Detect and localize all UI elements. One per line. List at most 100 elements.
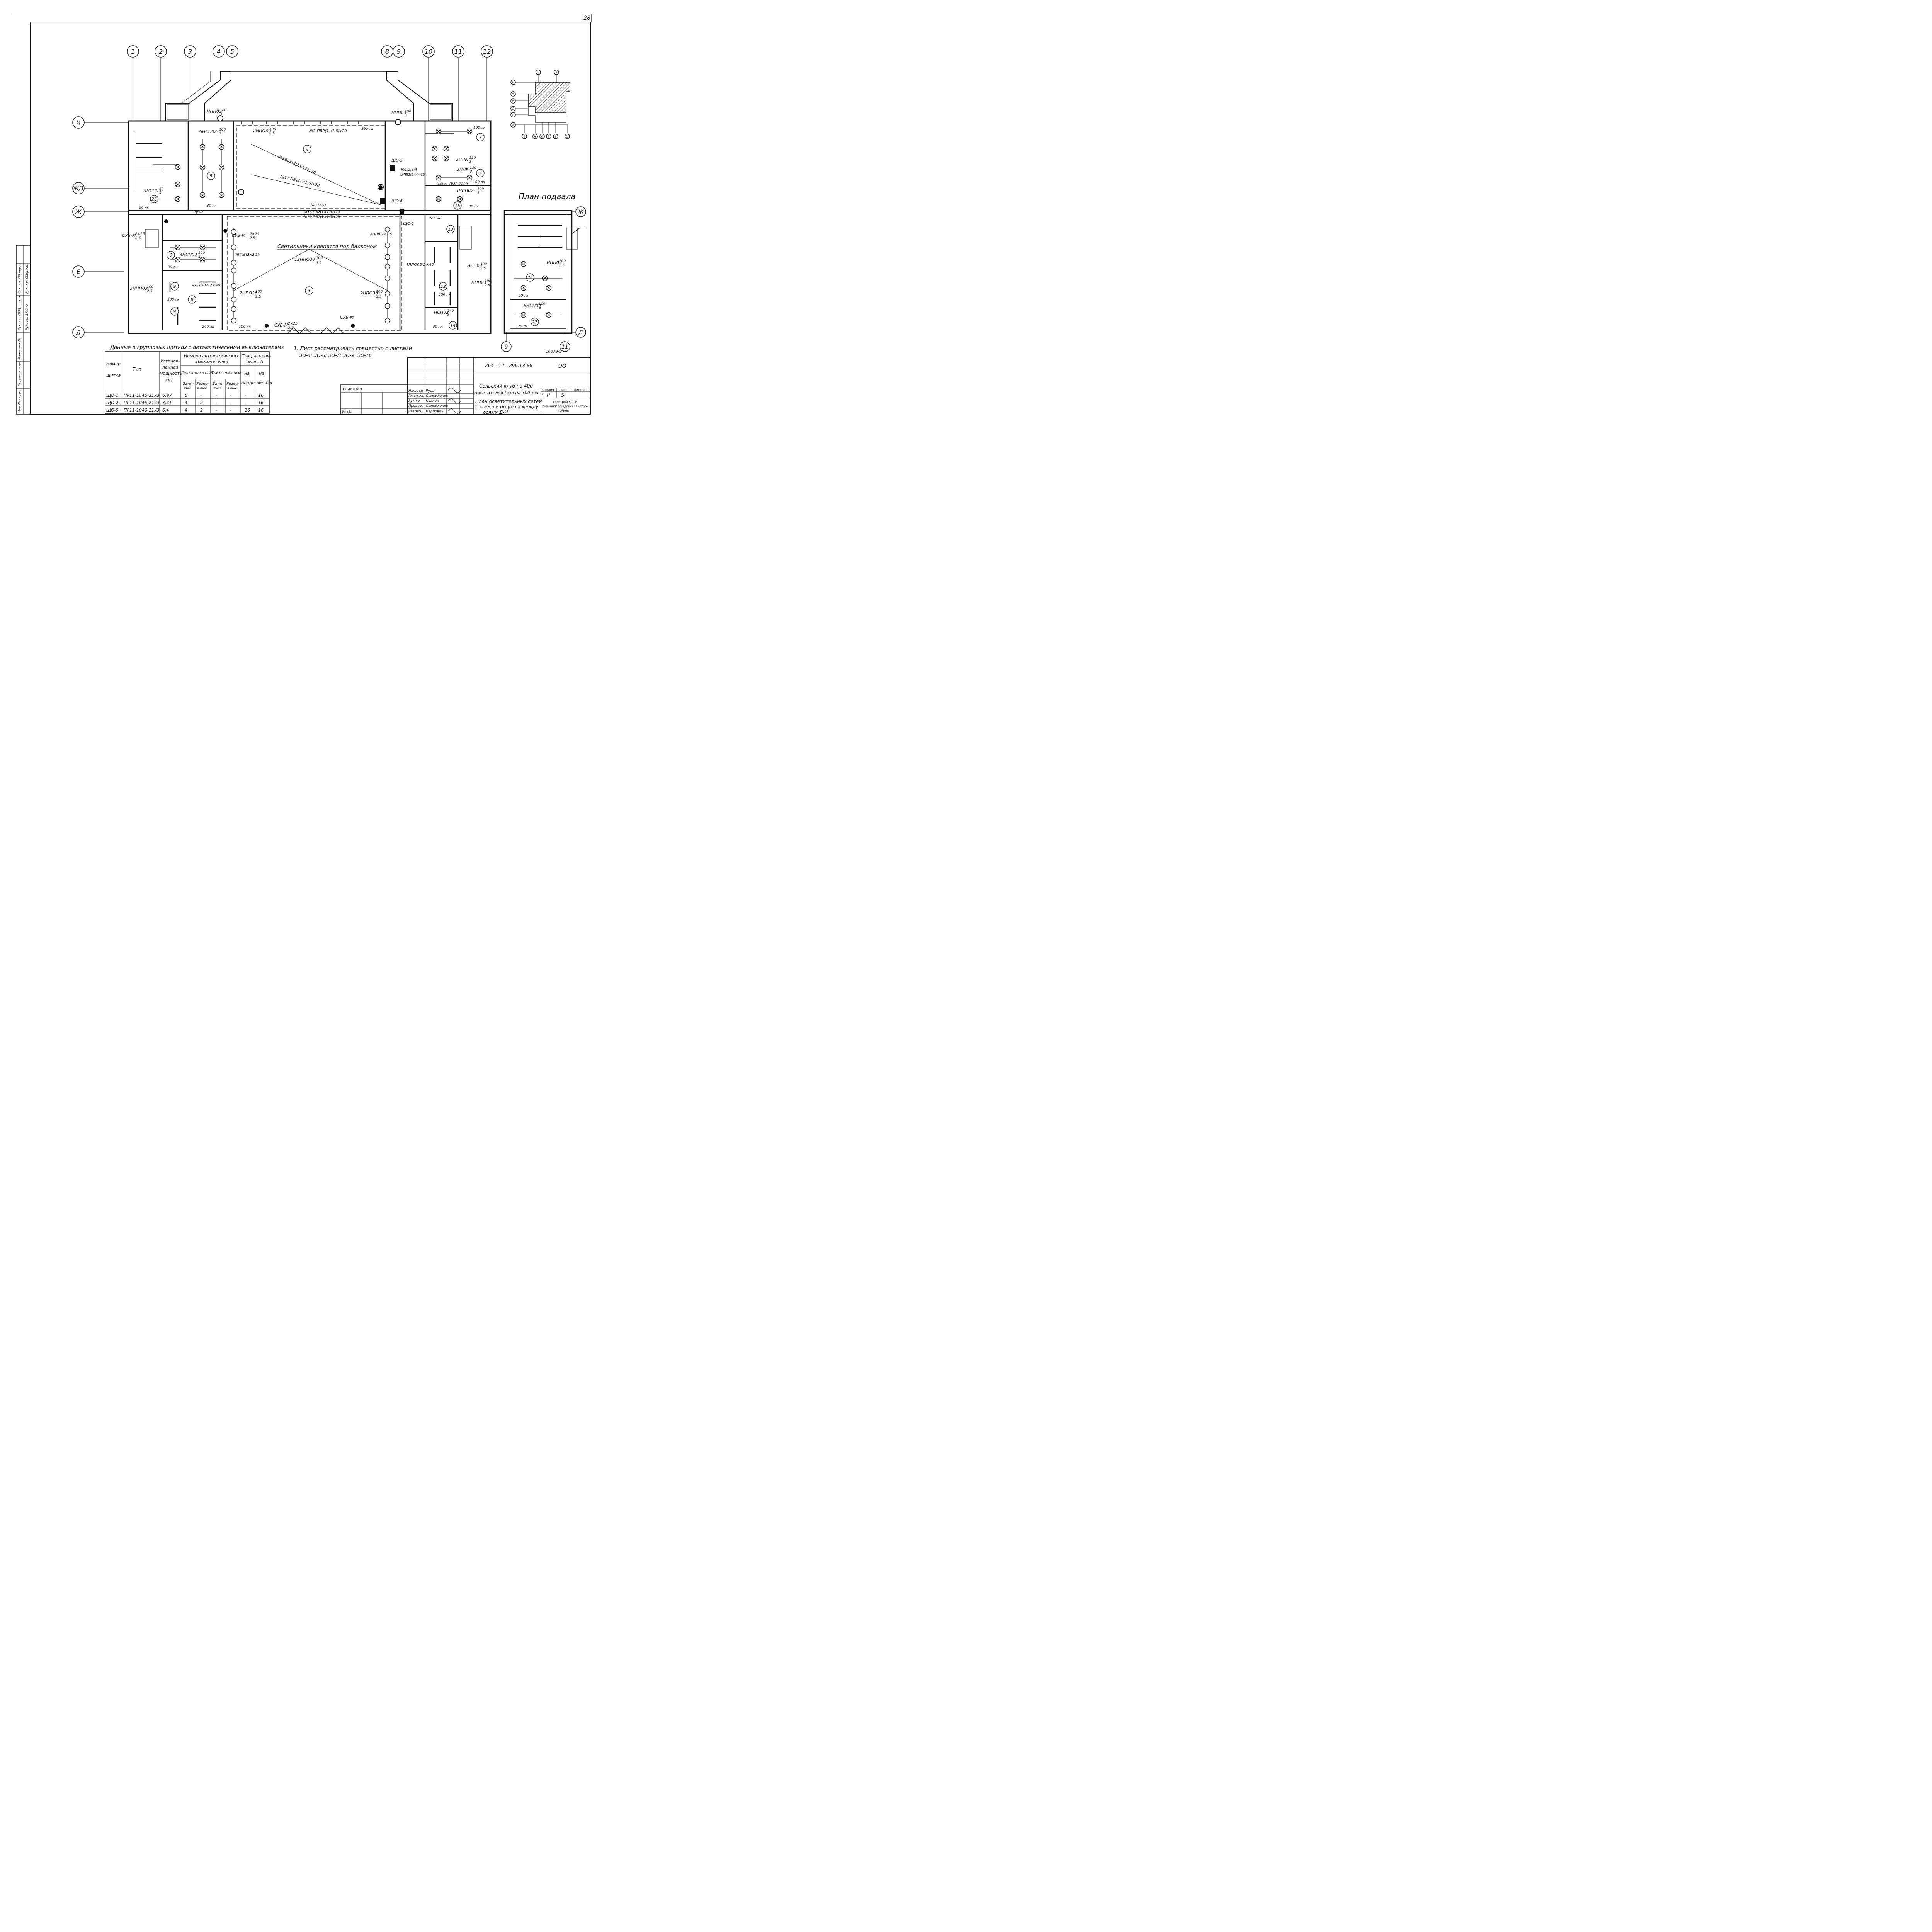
- fixture-lamp: [435, 128, 442, 134]
- fixture-lamp: [546, 285, 552, 291]
- table-cell: 2: [200, 400, 203, 405]
- hdr-lines-1: на: [259, 371, 264, 376]
- table-cell: 16: [258, 393, 264, 398]
- fixture-lamp: [435, 175, 442, 181]
- axis-bubble-4-circle: [213, 45, 225, 58]
- axis-bubble-12-label: 12: [483, 48, 491, 55]
- tb-org-1: Госстрой УССР: [553, 400, 577, 404]
- table-cell: -: [216, 393, 217, 398]
- lux-room14: 30 лк: [433, 325, 443, 329]
- lamp-right-b: НПП03: [471, 280, 486, 285]
- signature-1: [448, 388, 461, 393]
- lamp-room26-num: 60: [159, 187, 164, 191]
- basement-axis-11-circle: [560, 341, 570, 352]
- key-col-5-circle: [565, 134, 570, 139]
- table-cell: ЩО-1: [106, 393, 119, 398]
- table-cell: 16: [245, 408, 250, 413]
- tb-sheet-label: Лист: [559, 388, 567, 392]
- lamp-room5: 6НСП02-: [199, 129, 218, 134]
- hall-lamp-left: [231, 244, 237, 250]
- lamp-top-left-den: 3: [220, 112, 222, 116]
- lux-room13: 200 лк: [429, 217, 441, 221]
- hdr-number-1: Номер: [106, 361, 121, 366]
- side-stamp: [16, 245, 31, 415]
- fixture-lamp: [466, 175, 473, 181]
- axis-bubble-left-3-label: Е: [77, 268, 80, 275]
- bottom-hatch-b: [287, 327, 311, 334]
- axis-bubble-4: 4: [213, 45, 225, 58]
- key-col-1-label: 4: [534, 135, 536, 138]
- axis-bubble-left-1-label: Ж/1: [72, 185, 85, 192]
- key-row-4: Г: [510, 112, 516, 117]
- hdr-occupied-1a: Заня-: [183, 382, 194, 386]
- hall-lamp-right: [384, 318, 391, 324]
- room-number-9: 9: [170, 282, 179, 291]
- room-number-15: 15: [453, 201, 462, 210]
- axis-bubble-3-circle: [184, 45, 196, 58]
- basement-axis-zh-label: Ж: [577, 209, 584, 215]
- key-plan-outline: [528, 94, 566, 123]
- key-row-5: А: [510, 122, 516, 128]
- fixture-lamp: [175, 181, 181, 187]
- light-fixtures: [150, 128, 552, 318]
- cable-10: АППВ 2×2.5: [370, 233, 392, 236]
- tb-project-1: Сельский клуб на 400: [479, 383, 533, 389]
- hdr-number-2: щитка: [106, 373, 121, 378]
- basement-lux-27: 20 лк: [518, 325, 528, 328]
- panel-dot: [164, 219, 168, 223]
- axis-bubble-left-1: Ж/1: [72, 182, 85, 194]
- stamp-row1-name: Ершуков: [18, 295, 22, 311]
- lamp-right-a-den: 2.5: [480, 267, 486, 270]
- key-row-2-circle: [510, 98, 516, 104]
- hall-lamp-right: [384, 242, 391, 248]
- hall-lamp-left: [231, 260, 237, 266]
- key-row-4-circle: [510, 112, 516, 117]
- suv-bottom-num: 2×25: [288, 322, 298, 326]
- room-number-label: 7: [479, 171, 482, 176]
- lamp-room5-den: 3: [219, 132, 221, 136]
- table-cell: 2: [200, 408, 203, 413]
- axis-bubble-left-4-label: Д: [76, 329, 81, 336]
- stamp-row3-name: Галиуд: [18, 264, 22, 277]
- basement-annotations: НПП03 100 2.5 6НСП02 100 4 20 лк 20 лк: [518, 259, 566, 328]
- lamp-top-left-num: 100: [220, 109, 226, 112]
- lux-room26: 20 лк: [139, 206, 149, 210]
- basement-plan: [503, 210, 585, 342]
- panel-1: ЩО-5: [391, 158, 403, 163]
- lamp-room7a-num: 150: [469, 156, 476, 160]
- table-cell: -: [230, 400, 231, 405]
- hall-lamp-right: [384, 264, 391, 270]
- table-cell: 6.4: [162, 408, 169, 413]
- signature-3: [448, 408, 461, 414]
- basement-lux-26: 20 лк: [519, 294, 529, 298]
- axis-bubble-10: 10: [422, 45, 435, 58]
- sheet-border: [30, 22, 591, 415]
- panel-dot: [265, 324, 269, 328]
- stamp-row4-name: Верман: [25, 264, 29, 277]
- key-col-1-circle: [532, 134, 538, 139]
- hdr-current-2: теля , А: [246, 359, 263, 364]
- key-col-4-label: 9: [555, 135, 557, 138]
- side-stamp-text: Инв.№ подл. Подпись и дата Взам.инв.№ Ру…: [18, 264, 29, 413]
- stage-wall-blocks: [241, 121, 359, 124]
- axis-bubble-10-circle: [422, 45, 435, 58]
- lamp-room7a: 3ПЛК: [456, 157, 469, 162]
- tb-role: Рук.гр.: [408, 399, 421, 403]
- lamp-right-a: НПП03: [467, 263, 482, 268]
- hall-lamp-right: [384, 275, 391, 281]
- notes: 1. Лист рассматривать совместно с листам…: [294, 346, 412, 358]
- lamp-left-stair-num: 100: [147, 285, 153, 289]
- panel-dot: [379, 185, 383, 189]
- outer-wall: [128, 120, 492, 334]
- hdr-reserve-3b: вные: [227, 386, 237, 391]
- room-number-26: 26: [526, 273, 534, 282]
- lamp-room6: 4НСП02: [180, 252, 197, 257]
- switchboard: [380, 198, 385, 204]
- tb-roles: Нач.отдГл.сп.эл.Рук.гр.Провер.Разраб.Руд…: [408, 389, 449, 413]
- room-number-label: 26: [151, 197, 157, 202]
- switchboard: [390, 165, 395, 171]
- fixture-lamp: [218, 192, 224, 198]
- lux-room5: 30 лк: [207, 204, 217, 208]
- tb-name: Самойленко: [426, 404, 449, 408]
